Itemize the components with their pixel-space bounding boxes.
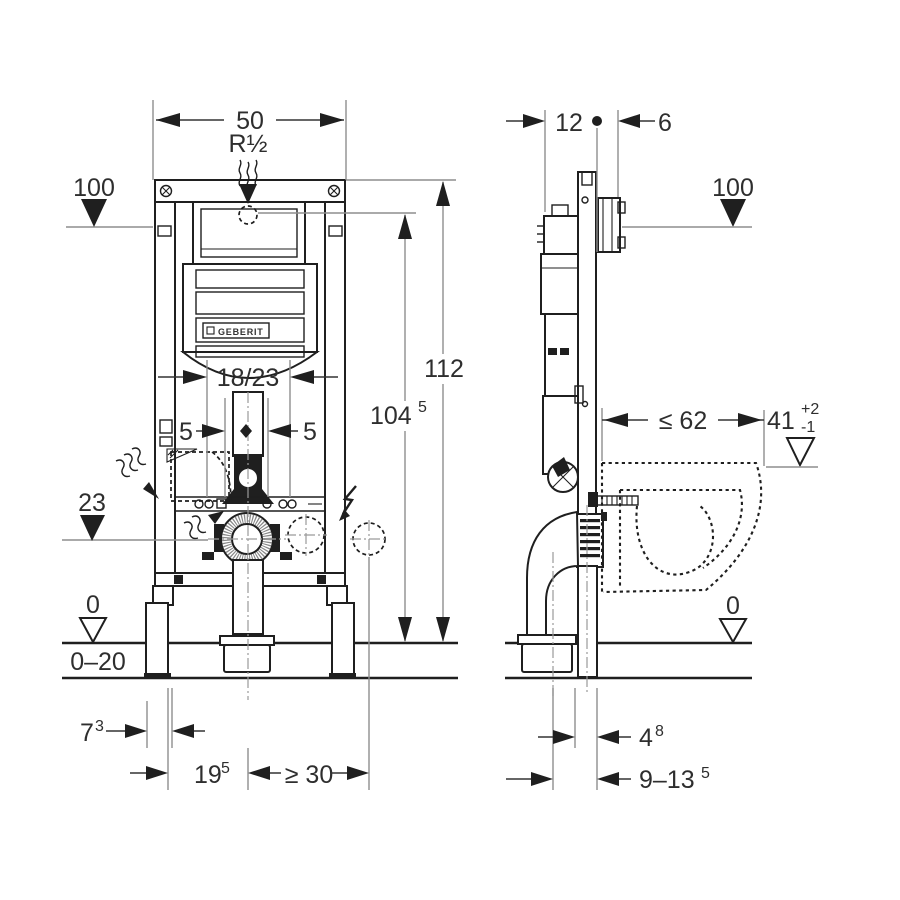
svg-text:≤ 62: ≤ 62 (659, 407, 707, 435)
dimensions-side: 12 6 100 ≤ 62 41 +2 -1 0 (506, 109, 819, 794)
dim-12-6: 12 6 (506, 109, 672, 137)
flush-plate-box (597, 197, 626, 253)
water-supply-arrow-icon (115, 447, 159, 499)
fixing-rod (588, 492, 639, 507)
svg-text:9–13: 9–13 (639, 766, 695, 794)
supply-connection: R½ (229, 130, 268, 225)
svg-text:+2: +2 (801, 401, 819, 418)
alternative-drain-dashed (285, 514, 388, 558)
level-mark-100-front: 100 (73, 174, 115, 227)
dim-48: 4 8 (538, 723, 664, 752)
svg-text:104: 104 (370, 402, 412, 430)
svg-text:0–20: 0–20 (70, 648, 126, 676)
dim-width-50: 50 (156, 101, 344, 135)
supply-label: R½ (229, 130, 268, 158)
svg-text:19: 19 (194, 761, 222, 789)
svg-text:5: 5 (303, 418, 317, 446)
cistern-side (537, 204, 579, 493)
cistern: GEBERIT (180, 263, 320, 379)
svg-text:5: 5 (418, 399, 427, 416)
svg-text:50: 50 (236, 107, 264, 135)
svg-text:18/23: 18/23 (217, 364, 280, 392)
frame-legs (144, 585, 356, 679)
corner-screw-icon (159, 184, 173, 198)
svg-text:41: 41 (767, 407, 795, 435)
svg-text:≥ 30: ≥ 30 (285, 761, 333, 789)
svg-text:3: 3 (95, 718, 104, 735)
geberit-logo: GEBERIT (202, 322, 270, 339)
dim-height-112: 112 (419, 181, 469, 642)
level-mark-0-front: 0 0–20 (70, 591, 126, 676)
level-mark-23: 23 (78, 489, 106, 541)
frame (154, 179, 346, 587)
dim-195-min30: 19 5 ≥ 30 (130, 760, 369, 789)
svg-text:12: 12 (555, 109, 583, 137)
flow-arrow-icon (183, 511, 224, 540)
svg-text:6: 6 (658, 109, 672, 137)
dim-range-9135: 9–13 5 (506, 765, 710, 794)
svg-text:5: 5 (701, 765, 710, 782)
wc-bowl-dashed (600, 461, 763, 594)
protection-box-dashed (166, 448, 232, 502)
svg-text:5: 5 (221, 760, 230, 777)
svg-text:100: 100 (712, 174, 754, 202)
dim-flush-1823: 18/23 (158, 364, 338, 392)
svg-text:23: 23 (78, 489, 106, 517)
front-view: GEBERIT (62, 179, 458, 680)
corner-screw-icon (327, 184, 341, 198)
dim-adjust-5: 5 5 (179, 418, 317, 446)
svg-text:112: 112 (424, 355, 464, 383)
level-mark-100-side: 100 (622, 174, 754, 228)
svg-text:0: 0 (726, 592, 740, 620)
svg-text:7: 7 (80, 719, 94, 747)
lightning-icon (339, 485, 357, 521)
svg-text:-1: -1 (801, 419, 815, 436)
svg-text:8: 8 (655, 723, 664, 740)
dim-73: 7 3 (80, 718, 205, 747)
inspection-window (192, 201, 306, 265)
dimensions-front: 50 R½ 112 104 5 (62, 100, 469, 790)
svg-text:0: 0 (86, 591, 100, 619)
drain-elbow-side (517, 505, 598, 697)
dim-bowl-height-41: 41 +2 -1 (766, 401, 819, 468)
svg-text:5: 5 (179, 418, 193, 446)
brand-label: GEBERIT (218, 327, 264, 337)
dim-height-104: 104 5 (366, 214, 438, 642)
dim-depth-62: ≤ 62 (601, 405, 765, 466)
svg-text:100: 100 (73, 174, 115, 202)
mounting-rail (175, 496, 325, 512)
svg-text:4: 4 (639, 724, 653, 752)
side-view (505, 171, 763, 697)
level-mark-0-side: 0 (718, 592, 748, 645)
